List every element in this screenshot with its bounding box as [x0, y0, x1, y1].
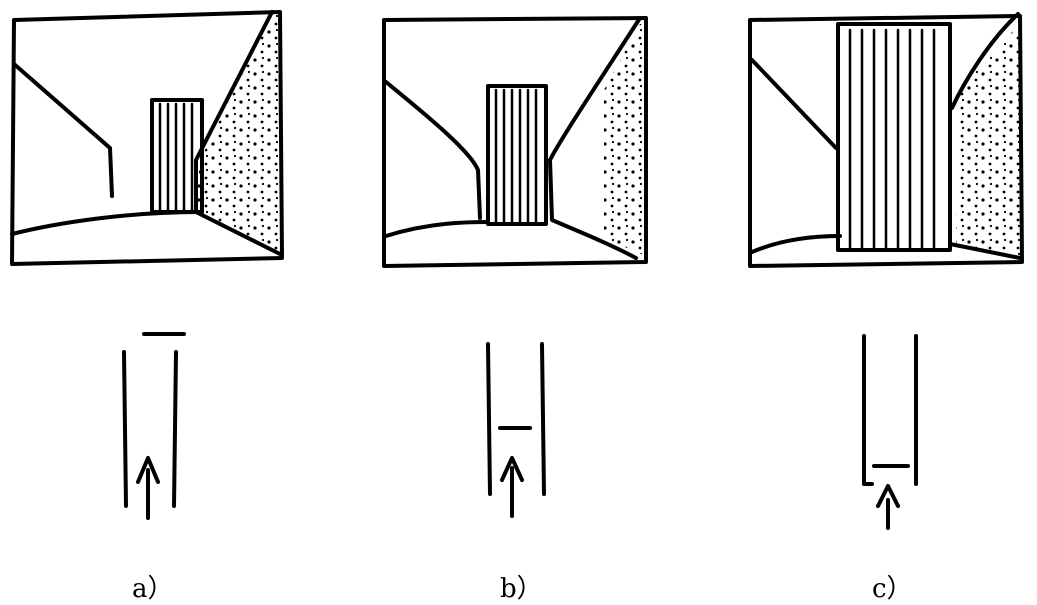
- panel-c-right-wall: [956, 30, 1022, 256]
- panel-b-door: [486, 84, 548, 226]
- panel-a-perspective: [10, 10, 284, 266]
- panel-a-door: [150, 98, 204, 214]
- panel-a-arrow-icon: [136, 456, 160, 520]
- panel-c-arrow-icon: [876, 484, 900, 530]
- panel-c-door: [836, 22, 952, 252]
- panel-b-plan: [486, 342, 546, 518]
- panel-c-perspective: [748, 12, 1024, 268]
- caption-b: b）: [500, 574, 543, 604]
- panel-a-right-wall: [196, 14, 280, 252]
- panel-b-perspective: [382, 16, 648, 268]
- caption-c: c）: [872, 574, 913, 604]
- caption-a: a）: [132, 574, 174, 604]
- panel-b-right-wall: [604, 24, 646, 256]
- panel-a-plan: [122, 332, 186, 520]
- panel-c-plan: [862, 334, 918, 530]
- panel-b-arrow-icon: [500, 456, 524, 518]
